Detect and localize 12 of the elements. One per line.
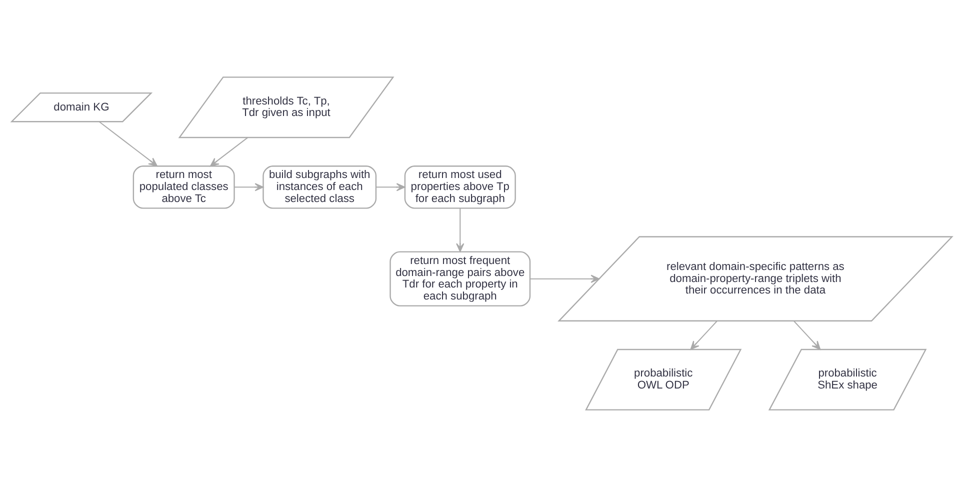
arrow [456,208,464,252]
arrow [530,274,600,282]
arrow [376,182,406,191]
node-box: build subgraphs with instances of each selected class [262,165,377,208]
node-box: return most frequent domain-range pairs above Tdr for each property in each subgraph [390,250,531,306]
arrow [98,120,158,166]
node-box: return most used properties above Tp for each subgraph [404,165,516,208]
node-box: return most populated classes above Tc [132,165,235,208]
arrow [690,320,718,350]
arrow [210,136,248,166]
arrow [794,320,821,350]
arrow [234,182,264,191]
